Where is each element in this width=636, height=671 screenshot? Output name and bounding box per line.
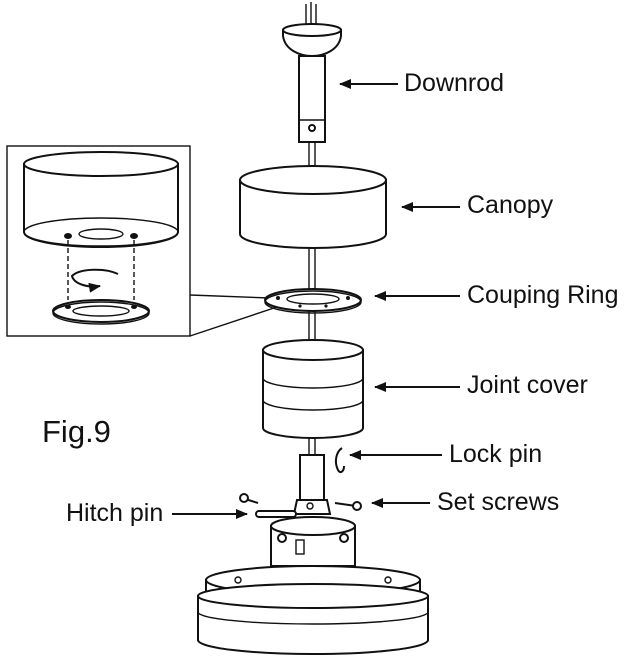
label-hitch-pin: Hitch pin [66,499,248,527]
joint-cover-label: Joint cover [467,371,588,399]
motor-housing-part [197,516,429,655]
lock-pin-label: Lock pin [449,440,542,468]
label-joint-cover: Joint cover [374,371,588,399]
label-set-screws: Set screws [371,488,559,516]
figure-caption: Fig.9 [42,414,111,449]
label-coupling-ring: Couping Ring [374,281,619,309]
label-canopy: Canopy [401,191,554,219]
canopy-part [239,165,387,249]
detail-inset [6,145,281,337]
downrod-part [282,23,342,143]
coupling-ring-label: Couping Ring [467,281,619,309]
label-lock-pin: Lock pin [349,440,542,468]
downrod-label: Downrod [404,69,504,97]
coupler-part [239,447,362,518]
joint-cover-part [262,339,364,439]
label-downrod: Downrod [339,69,504,97]
set-screws-label: Set screws [437,488,559,516]
canopy-label: Canopy [467,191,554,219]
coupling-ring-part [264,288,362,314]
hitch-pin-label: Hitch pin [66,499,163,527]
